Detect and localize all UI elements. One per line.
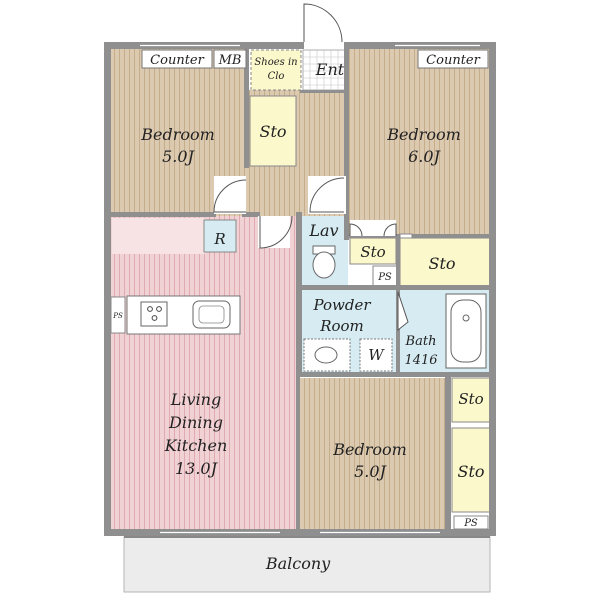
ldk-entry-triangle [112, 218, 205, 254]
storage-se-top-label: Sto [458, 390, 483, 408]
bathtub-icon [445, 293, 487, 369]
mb-label: MB [218, 53, 242, 68]
storage-center-small [349, 237, 397, 265]
ps-box-bottom [453, 515, 489, 530]
toilet-icon [312, 245, 336, 279]
counter-right-box [417, 49, 489, 69]
refrigerator-space [203, 219, 237, 253]
balcony-floor [123, 536, 491, 593]
counter-left-label: Counter [150, 53, 204, 68]
ps-kitchen-label: PS [112, 312, 123, 320]
shoes-closet-label-2: Clo [268, 71, 285, 82]
ldk-label-3: Kitchen [164, 436, 228, 455]
refrigerator-label: R [213, 230, 225, 248]
entrance-label: Ent [315, 60, 345, 79]
counter-right-label: Counter [426, 53, 480, 68]
storage-ne-label: Sto [428, 254, 455, 273]
bedroom-s-floor [300, 378, 448, 530]
mb-box [213, 49, 247, 69]
bedroom-ne-name: Bedroom [386, 125, 461, 144]
ldk-label-2: Dining [168, 413, 223, 432]
doors [213, 3, 413, 332]
counter-left-box [141, 49, 213, 69]
lavatory-label: Lav [308, 221, 338, 240]
ps-box-kitchen [110, 296, 126, 334]
storage-se-bottom-label: Sto [457, 462, 484, 481]
entrance-tiles [302, 49, 346, 91]
powder-room-label-1: Powder [312, 296, 371, 314]
shoes-closet-label-1: Shoes in [254, 57, 297, 68]
bedroom-s-size: 5.0J [354, 462, 387, 481]
bedroom-ne-floor [347, 48, 490, 234]
storage-center-label: Sto [360, 243, 385, 261]
window-frames [140, 44, 480, 534]
bedroom-s-name: Bedroom [332, 440, 407, 459]
storage-nw [249, 95, 297, 167]
ps-bottom-label: PS [463, 518, 478, 529]
ldk-label-1: Living [170, 390, 221, 409]
bath-label-1: Bath [405, 334, 437, 349]
bedroom-ne-size: 6.0J [408, 147, 441, 166]
washbasin-icon [303, 338, 351, 372]
bath-label-2: 1416 [404, 353, 437, 368]
ldk-floor [110, 216, 300, 530]
storage-nw-label: Sto [259, 122, 286, 141]
bedroom-nw-size: 5.0J [162, 147, 195, 166]
storage-ne [399, 237, 491, 287]
powder-room-label-2: Room [319, 317, 364, 335]
balcony-label: Balcony [265, 554, 331, 573]
kitchen-counter [126, 295, 241, 335]
ldk-label-4: 13.0J [175, 459, 219, 478]
washer-label: W [368, 346, 385, 364]
ps-top-label: PS [377, 272, 392, 283]
bedroom-nw-name: Bedroom [140, 125, 215, 144]
storage-se-top [451, 377, 491, 423]
washer-space [359, 338, 393, 372]
shoes-in-closet [250, 49, 302, 91]
